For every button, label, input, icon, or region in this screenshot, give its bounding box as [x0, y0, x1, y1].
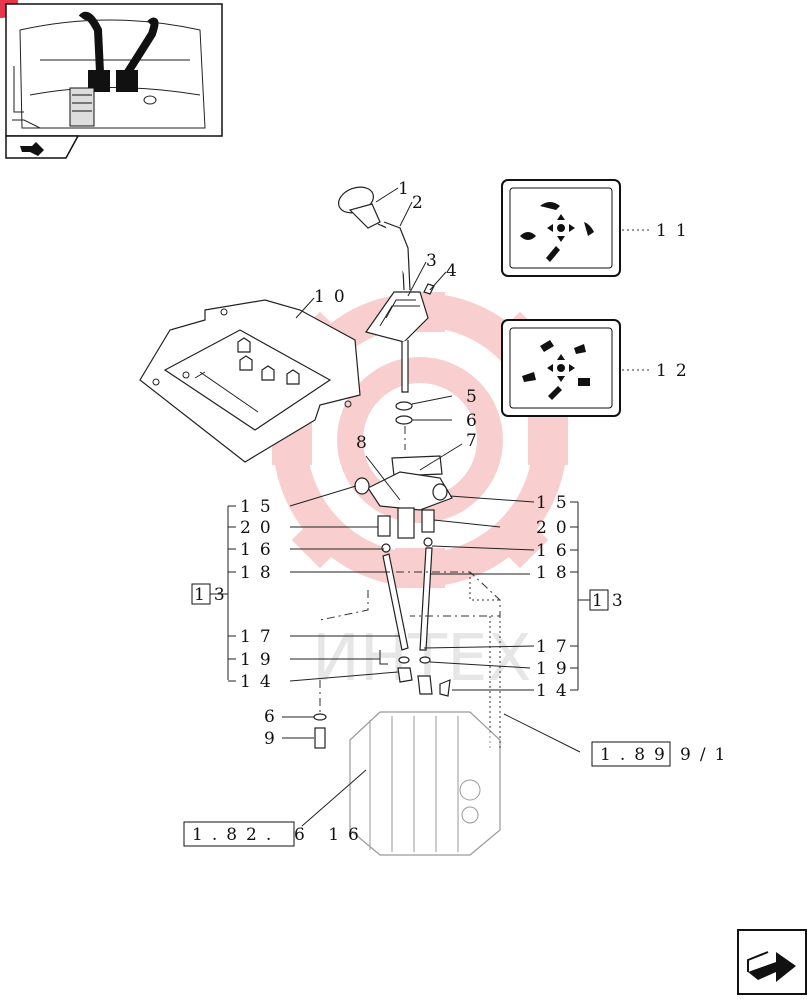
callout-8: 8 [356, 433, 376, 453]
control-valve-block [349, 711, 501, 856]
ref-1-89-link[interactable]: 1.89 9/1 [591, 741, 734, 767]
callout-6-lower: 6 [264, 707, 284, 727]
joystick-decal-icon [520, 202, 594, 262]
callout-6: 6 [466, 411, 486, 431]
callout-4: 4 [446, 261, 466, 281]
control-lever [337, 186, 435, 393]
callout-15-right: 15 [536, 493, 576, 513]
callout-11: 11 [656, 221, 696, 241]
ref-13-left[interactable]: 13 [191, 583, 234, 605]
svg-text:1.82.: 1.82. [192, 825, 280, 845]
callout-5: 5 [466, 387, 486, 407]
callout-16-right: 16 [536, 541, 576, 561]
callout-19-right: 19 [536, 659, 576, 679]
washers [395, 401, 413, 425]
callout-20-left: 20 [240, 518, 280, 538]
yoke-assembly [354, 455, 453, 553]
callout-3: 3 [426, 251, 446, 271]
callout-7: 7 [466, 431, 486, 451]
next-page-arrow-icon[interactable] [737, 929, 807, 995]
bolt [313, 713, 327, 749]
joystick-decal-icon [522, 340, 590, 400]
svg-text:9/1: 9/1 [680, 745, 734, 765]
callout-15-left: 15 [240, 497, 280, 517]
callout-18-left: 18 [240, 563, 280, 583]
decal-11-panel [501, 179, 621, 277]
callout-17-left: 17 [240, 627, 280, 647]
callout-12: 12 [656, 361, 696, 381]
svg-text:1.89: 1.89 [600, 745, 674, 765]
svg-text:6 16: 6 16 [294, 825, 368, 845]
ref-1-82-link[interactable]: 1.82. 6 16 [183, 821, 368, 847]
decal-12-panel [501, 319, 621, 417]
ref-13-right[interactable]: 13 [589, 589, 632, 611]
callout-14-left: 14 [240, 672, 280, 692]
callout-20-right: 20 [536, 518, 576, 538]
callout-labels: 1 2 3 4 5 6 7 8 9 6 10 11 12 15 20 16 18… [240, 179, 696, 749]
svg-text:13: 13 [592, 591, 632, 611]
leader-lines [210, 187, 590, 827]
svg-text:13: 13 [194, 585, 234, 605]
cab-controls-thumbnail-icon[interactable] [5, 3, 223, 137]
callout-1: 1 [398, 179, 418, 199]
callout-19-left: 19 [240, 650, 280, 670]
push-rods [379, 547, 451, 697]
callout-2: 2 [412, 193, 432, 213]
callout-14-right: 14 [536, 681, 576, 701]
callout-18-right: 18 [536, 563, 576, 583]
callout-16-left: 16 [240, 540, 280, 560]
thumbnail-tab[interactable] [5, 135, 80, 159]
callout-17-right: 17 [536, 637, 576, 657]
callout-9: 9 [264, 729, 284, 749]
control-plate [139, 299, 361, 463]
mount-bracket [319, 571, 501, 750]
callout-10: 10 [314, 287, 354, 307]
